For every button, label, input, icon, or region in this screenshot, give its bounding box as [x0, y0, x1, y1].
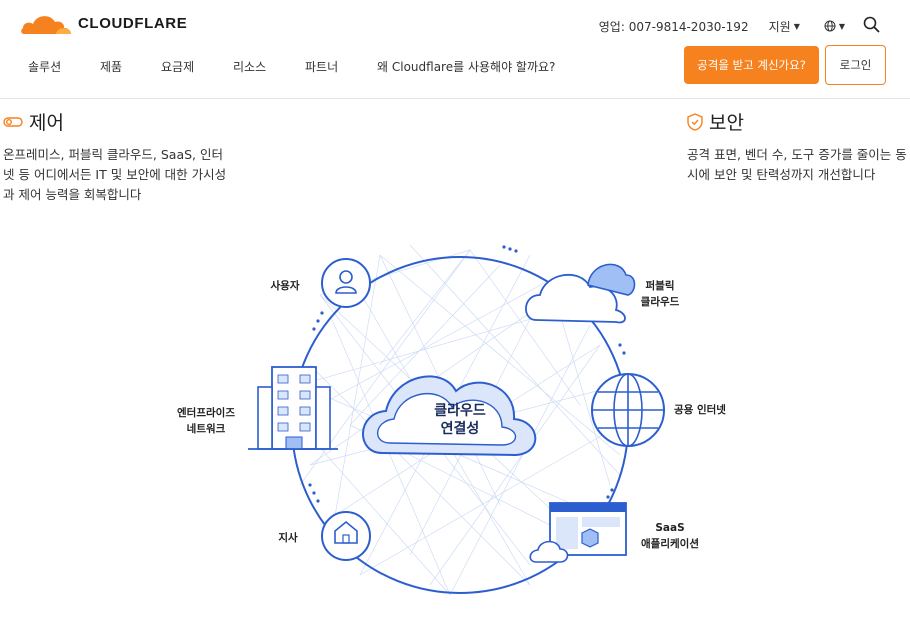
nav-resources[interactable]: 리소스	[233, 60, 267, 74]
nav-partners[interactable]: 파트너	[305, 60, 339, 74]
feature-security-heading: 보안	[687, 108, 910, 135]
logo-text: CLOUDFLARE	[78, 14, 188, 32]
feature-security-desc: 공격 표면, 벤더 수, 도구 증가를 줄이는 동시에 보안 및 탄력성까지 개…	[687, 147, 907, 182]
center-label: 클라우드 연결성	[415, 402, 505, 438]
feature-control-desc: 온프레미스, 퍼블릭 클라우드, SaaS, 인터넷 등 어디에서든 IT 및 …	[3, 147, 227, 202]
chevron-down-icon: ▼	[838, 21, 845, 31]
main-nav: 솔루션 제품 요금제 리소스 파트너 왜 Cloudflare를 사용해야 할까…	[28, 58, 555, 75]
center-label-line1: 클라우드	[434, 403, 486, 419]
label-enterprise-network: 엔터프라이즈 네트워크	[166, 405, 246, 437]
feature-control-heading: 제어	[3, 108, 233, 135]
center-label-line2: 연결성	[440, 421, 480, 437]
under-attack-button[interactable]: 공격을 받고 계신가요?	[684, 46, 819, 84]
feature-control: 제어 온프레미스, 퍼블릭 클라우드, SaaS, 인터넷 등 어디에서든 IT…	[3, 108, 233, 205]
feature-security-title: 보안	[709, 112, 744, 134]
ring-dots	[308, 245, 626, 503]
label-users: 사용자	[270, 280, 300, 292]
site-header: CLOUDFLARE 영업: 007-9814-2030-192 지원 ▼ ▼ …	[0, 0, 910, 99]
diagram-art	[248, 244, 665, 596]
nav-solutions[interactable]: 솔루션	[28, 60, 62, 74]
label-enterprise-line2: 네트워크	[186, 423, 226, 435]
label-saas-line2: 애플리케이션	[641, 538, 699, 550]
control-toggle-icon	[3, 116, 23, 127]
search-button[interactable]	[863, 16, 880, 36]
support-label: 지원	[768, 19, 791, 34]
label-public-cloud-line1: 퍼블릭	[645, 280, 675, 292]
feature-control-title: 제어	[29, 112, 64, 134]
label-public-internet: 공용 인터넷	[674, 404, 726, 416]
nav-pricing[interactable]: 요금제	[161, 60, 195, 74]
cloudflare-cloud-icon	[21, 16, 71, 34]
sales-phone-link[interactable]: 영업: 007-9814-2030-192	[598, 19, 749, 34]
globe-icon	[824, 20, 836, 32]
label-public-cloud: 퍼블릭 클라우드	[630, 278, 690, 310]
label-branch: 지사	[278, 532, 298, 544]
label-saas: SaaS 애플리케이션	[630, 520, 710, 552]
feature-security: 보안 공격 표면, 벤더 수, 도구 증가를 줄이는 동시에 보안 및 탄력성까…	[687, 108, 910, 185]
label-saas-line1: SaaS	[655, 522, 685, 534]
shield-icon	[687, 112, 703, 131]
nav-products[interactable]: 제품	[100, 60, 123, 74]
top-utility-bar: 영업: 007-9814-2030-192 지원 ▼ ▼	[599, 16, 880, 36]
cloudflare-logo[interactable]: CLOUDFLARE	[20, 10, 187, 36]
search-icon	[863, 16, 880, 33]
nav-why-cloudflare[interactable]: 왜 Cloudflare를 사용해야 할까요?	[377, 60, 556, 74]
label-public-cloud-line2: 클라우드	[640, 296, 680, 308]
language-selector[interactable]: ▼	[824, 20, 845, 32]
chevron-down-icon: ▼	[793, 21, 800, 31]
cloud-connectivity-diagram: 클라우드 연결성 사용자 퍼블릭 클라우드 엔터프라이즈 네트워크 공용 인터넷…	[150, 225, 726, 615]
support-menu[interactable]: 지원 ▼	[769, 18, 800, 35]
login-button[interactable]: 로그인	[825, 45, 886, 85]
label-enterprise-line1: 엔터프라이즈	[177, 407, 235, 419]
